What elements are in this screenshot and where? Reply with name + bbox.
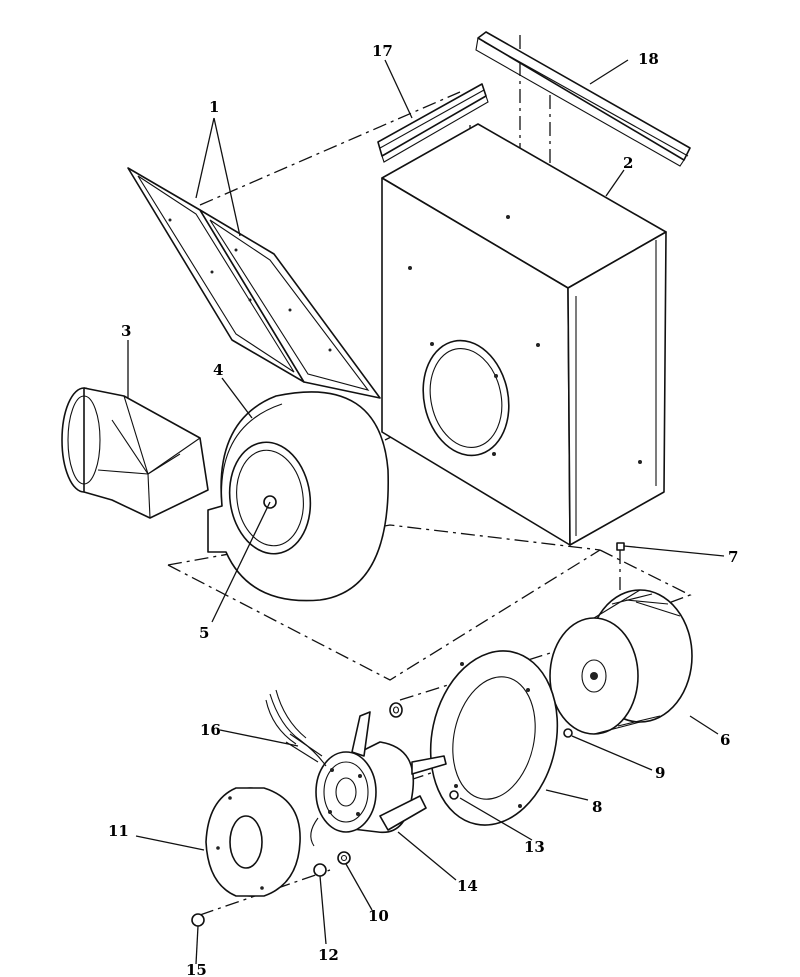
part-18-rail xyxy=(475,31,691,167)
part-13-screw xyxy=(449,790,459,800)
callout-3: 3 xyxy=(121,322,131,340)
callout-2: 2 xyxy=(623,154,633,172)
part-7-set-screw xyxy=(616,542,625,551)
part-3-duct-adapter xyxy=(61,387,209,519)
callout-5: 5 xyxy=(199,624,209,642)
part-1-filter-panels xyxy=(127,167,381,399)
callout-12: 12 xyxy=(318,946,339,964)
part-4-blower-housing xyxy=(207,391,389,602)
part-11-end-cover xyxy=(205,787,301,897)
part-15-nut xyxy=(191,913,205,927)
part-6-blower-wheel xyxy=(549,589,693,735)
part-16-wire-leads xyxy=(265,689,327,767)
callout-11: 11 xyxy=(108,822,129,840)
callout-6: 6 xyxy=(720,731,730,749)
callout-16: 16 xyxy=(200,721,221,739)
part-12-nut xyxy=(313,863,327,877)
grommet xyxy=(389,702,403,718)
callout-10: 10 xyxy=(368,907,389,925)
part-8-mounting-ring xyxy=(429,650,559,826)
callout-9: 9 xyxy=(655,764,665,782)
callout-18: 18 xyxy=(638,50,659,68)
part-2-cabinet xyxy=(381,123,667,546)
part-14-motor xyxy=(310,711,447,847)
part-9-screw xyxy=(563,728,573,738)
cabinet-blower-opening xyxy=(422,339,510,457)
callout-8: 8 xyxy=(592,798,602,816)
callout-15: 15 xyxy=(186,961,207,977)
callout-labels: 1 2 3 4 5 6 7 8 9 10 11 12 13 14 15 16 1… xyxy=(108,42,738,977)
callout-1: 1 xyxy=(209,98,219,116)
callout-7: 7 xyxy=(728,548,738,566)
part-17-rail xyxy=(377,83,489,163)
callout-17: 17 xyxy=(372,42,393,60)
callout-4: 4 xyxy=(213,361,223,379)
part-10-washer xyxy=(337,851,351,865)
callout-14: 14 xyxy=(457,877,478,895)
leader-lines xyxy=(127,59,725,965)
callout-13: 13 xyxy=(524,838,545,856)
